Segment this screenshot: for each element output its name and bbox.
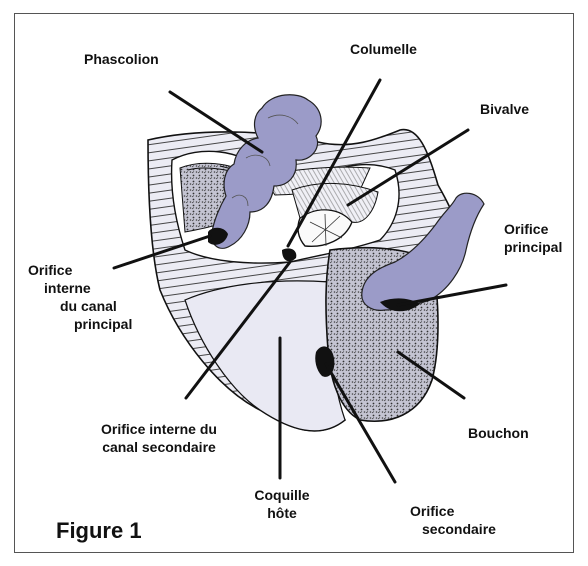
label-phascolion: Phascolion bbox=[84, 50, 159, 68]
label-orifice-principal-line1: Orifice bbox=[504, 220, 562, 238]
label-oics-line1: Orifice interne du bbox=[66, 420, 252, 438]
label-bivalve: Bivalve bbox=[480, 100, 529, 118]
label-coquille-hote: Coquille hôte bbox=[232, 486, 332, 522]
label-oicp-line3: du canal bbox=[24, 297, 164, 315]
label-orifice-secondaire-line1: Orifice bbox=[406, 502, 496, 520]
label-orifice-principal: Orifice principal bbox=[504, 220, 562, 256]
label-coquille-line2: hôte bbox=[232, 504, 332, 522]
label-orifice-interne-canal-principal: Orifice interne du canal principal bbox=[24, 261, 164, 333]
label-oicp-line1: Orifice bbox=[24, 261, 164, 279]
label-columelle: Columelle bbox=[350, 40, 417, 58]
label-oicp-line2: interne bbox=[24, 279, 164, 297]
label-oics-line2: canal secondaire bbox=[66, 438, 252, 456]
label-orifice-principal-line2: principal bbox=[504, 238, 562, 256]
label-oicp-line4: principal bbox=[24, 315, 164, 333]
label-orifice-interne-canal-secondaire: Orifice interne du canal secondaire bbox=[66, 420, 252, 456]
label-orifice-secondaire: Orifice secondaire bbox=[406, 502, 496, 538]
label-bouchon: Bouchon bbox=[468, 424, 529, 442]
label-orifice-secondaire-line2: secondaire bbox=[406, 520, 496, 538]
figure-caption: Figure 1 bbox=[56, 518, 142, 544]
label-coquille-line1: Coquille bbox=[232, 486, 332, 504]
